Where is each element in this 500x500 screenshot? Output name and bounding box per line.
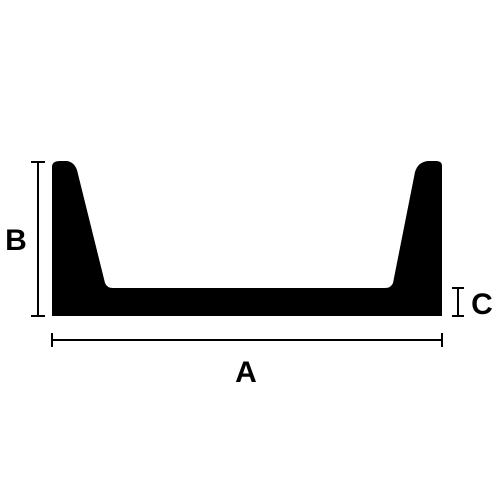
label-a: A — [235, 356, 257, 389]
label-b: B — [5, 224, 27, 257]
dimension-c — [452, 287, 464, 317]
dimension-a — [51, 333, 443, 347]
label-c: C — [471, 288, 493, 321]
u-channel-profile — [52, 161, 442, 316]
dimension-b — [31, 161, 45, 317]
